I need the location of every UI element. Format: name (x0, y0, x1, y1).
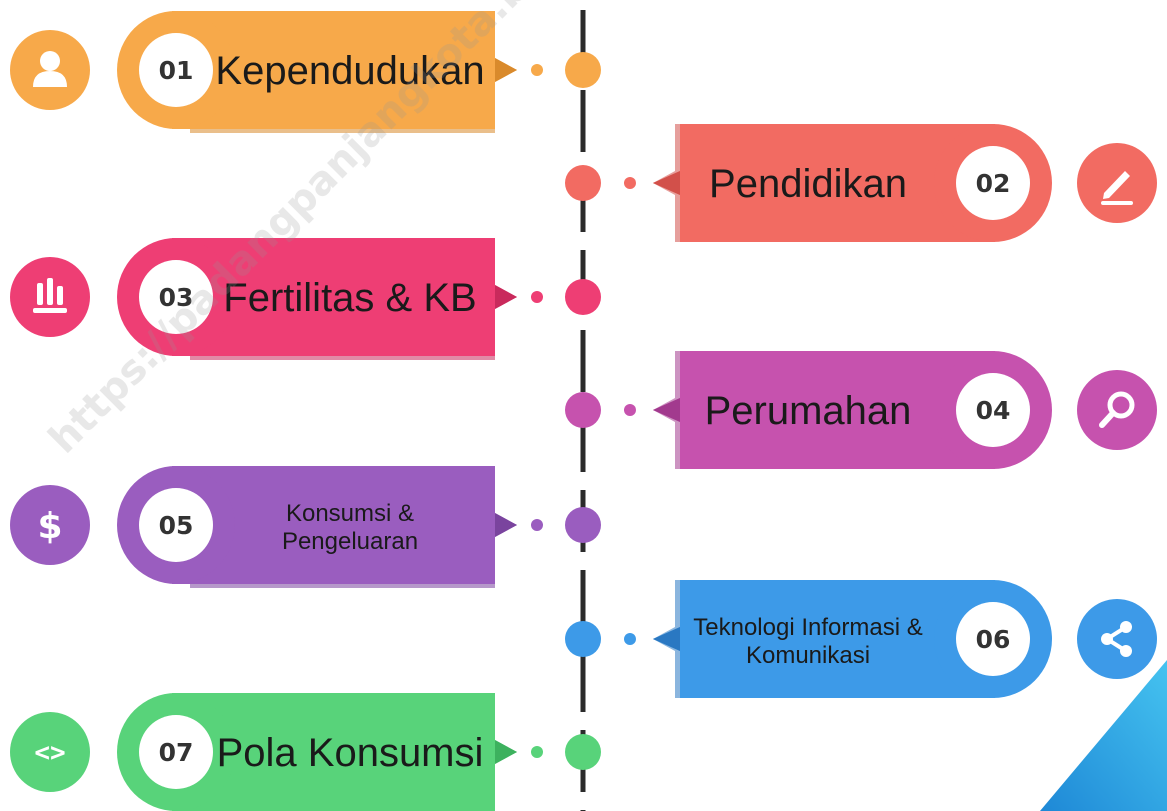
topic-item-04: 04 Perumahan (565, 351, 1157, 469)
item-label: Teknologi Informasi & (693, 614, 922, 641)
share-icon (1101, 621, 1132, 657)
item-number: 05 (159, 511, 194, 540)
svg-text:<>: <> (34, 738, 65, 768)
item-number: 04 (976, 396, 1011, 425)
item-number: 01 (159, 56, 194, 85)
connector-dot (624, 633, 636, 645)
topic-item-01: 01 Kependudukan (10, 11, 601, 133)
banner-body (172, 11, 517, 129)
fertility-icon (33, 278, 67, 313)
search-icon (1099, 391, 1135, 428)
topic-icon-circle (10, 485, 90, 565)
svg-text:$: $ (37, 506, 62, 547)
topic-icon-circle (1077, 599, 1157, 679)
number-circle (139, 715, 213, 789)
code-icon: <> (34, 738, 65, 768)
timeline-node (565, 165, 601, 201)
number-circle (956, 602, 1030, 676)
timeline-node (565, 621, 601, 657)
item-label: Komunikasi (746, 642, 870, 669)
banner-body (653, 580, 995, 698)
item-label: Fertilitas & KB (223, 276, 476, 320)
connector-dot (531, 291, 543, 303)
banner-pointer-shade (653, 627, 680, 651)
connector-dot (531, 519, 543, 531)
timeline-node (565, 52, 601, 88)
number-circle (139, 488, 213, 562)
item-number: 03 (159, 283, 194, 312)
topic-icon-circle (10, 712, 90, 792)
timeline-node (565, 734, 601, 770)
banner-body (172, 238, 517, 356)
timeline-node (565, 507, 601, 543)
topic-item-05: 05 Konsumsi &Pengeluaran $ (10, 466, 601, 588)
banner-pointer-shade (495, 740, 517, 764)
connector-dot (531, 64, 543, 76)
number-circle (956, 373, 1030, 447)
banner-body (653, 124, 995, 242)
pencil-icon (1101, 171, 1133, 205)
item-label: Pola Konsumsi (217, 731, 484, 775)
timeline-node (565, 392, 601, 428)
banner-body (172, 693, 517, 811)
corner-decoration (1040, 660, 1167, 811)
topic-item-03: 03 Fertilitas & KB (10, 238, 601, 360)
banner-pointer-shade (495, 285, 517, 309)
item-number: 07 (159, 738, 194, 767)
timeline-node (565, 279, 601, 315)
topic-item-07: 07 Pola Konsumsi <> (10, 693, 601, 811)
banner-pointer-shade (495, 513, 517, 537)
connector-dot (624, 404, 636, 416)
topic-item-02: 02 Pendidikan (565, 124, 1157, 242)
banner-pointer-shade (653, 171, 680, 195)
user-icon (33, 51, 67, 87)
banner-pointer-shade (653, 398, 680, 422)
item-label: Pengeluaran (282, 528, 418, 555)
number-circle (956, 146, 1030, 220)
item-label: Kependudukan (215, 49, 484, 93)
item-number: 06 (976, 625, 1011, 654)
item-label: Pendidikan (709, 162, 907, 206)
banner-body (653, 351, 995, 469)
banner-body (172, 466, 517, 584)
connector-dot (624, 177, 636, 189)
topic-item-06: 06 Teknologi Informasi &Komunikasi (565, 580, 1157, 698)
dollar-icon: $ (37, 506, 62, 547)
topic-icon-circle (1077, 370, 1157, 450)
number-circle (139, 33, 213, 107)
banner-pointer-shade (495, 58, 517, 82)
number-circle (139, 260, 213, 334)
item-label: Perumahan (705, 389, 912, 433)
item-number: 02 (976, 169, 1011, 198)
connector-dot (531, 746, 543, 758)
item-label: Konsumsi & (286, 500, 414, 527)
